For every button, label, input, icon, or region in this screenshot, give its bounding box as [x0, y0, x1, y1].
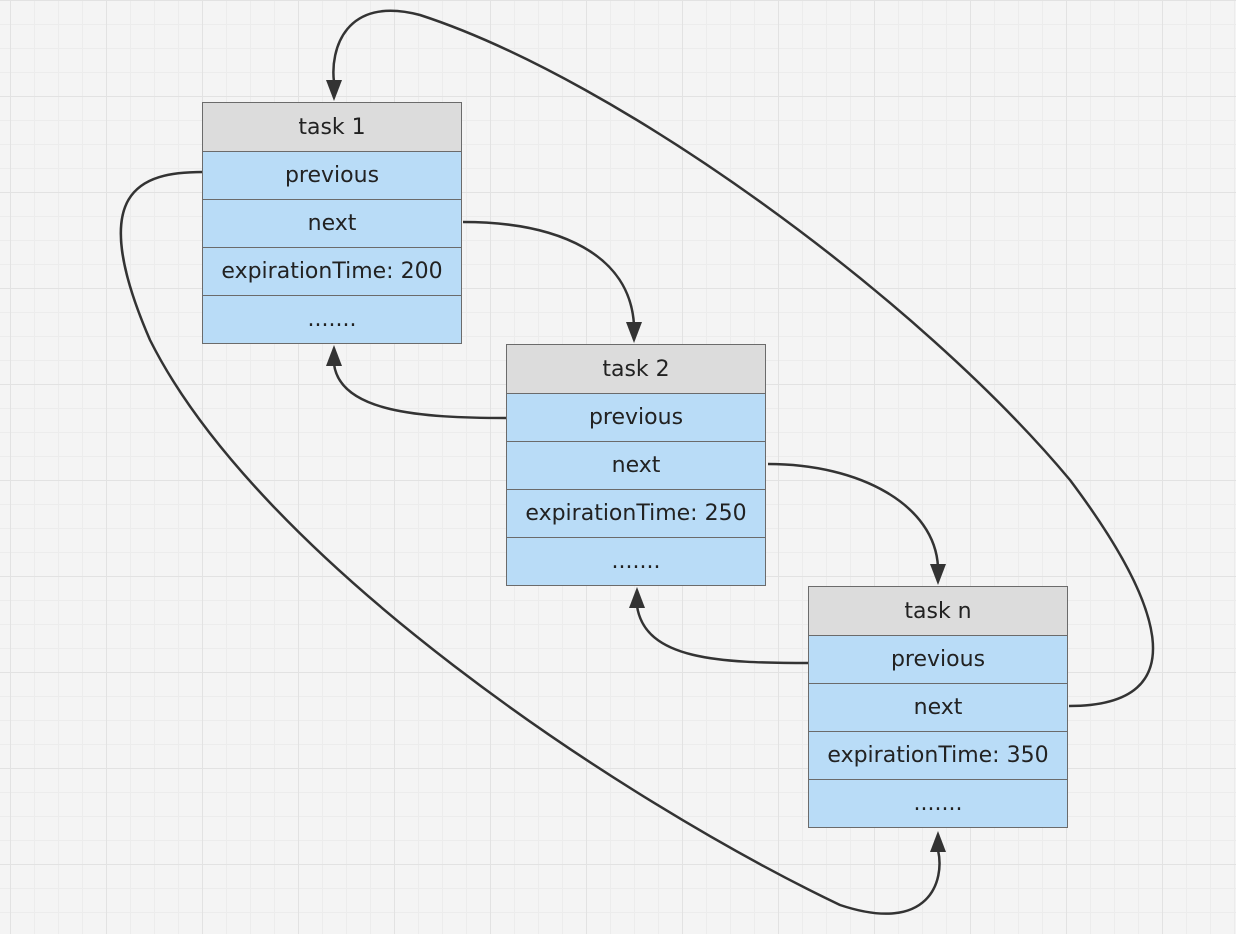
next-field: next [507, 441, 765, 489]
previous-field: previous [203, 151, 461, 199]
previous-field: previous [507, 393, 765, 441]
task-title: task 2 [507, 345, 765, 393]
arrow-task2-previous-to-task1 [332, 363, 508, 420]
expiration-time-field: expirationTime: 350 [809, 731, 1067, 779]
arrowhead-task2-top [626, 322, 642, 343]
task-title: task 1 [203, 103, 461, 151]
task-node-1: task 1 previous next expirationTime: 200… [202, 102, 462, 344]
arrow-taskn-next-to-task1 [332, 9, 1155, 708]
arrow-taskn-previous-to-task2 [635, 605, 810, 665]
next-field: next [203, 199, 461, 247]
arrowhead-task1-top [326, 80, 342, 101]
arrowhead-taskn-bottom [930, 831, 946, 852]
previous-field: previous [809, 635, 1067, 683]
arrowhead-task2-bottom [629, 587, 645, 608]
more-fields: ....... [507, 537, 765, 585]
task-node-n: task n previous next expirationTime: 350… [808, 586, 1068, 828]
arrow-task1-previous-to-taskn [119, 170, 941, 915]
expiration-time-field: expirationTime: 200 [203, 247, 461, 295]
next-field: next [809, 683, 1067, 731]
arrow-task1-next-to-task2 [462, 220, 636, 326]
arrowhead-taskn-top [930, 564, 946, 585]
more-fields: ....... [203, 295, 461, 343]
more-fields: ....... [809, 779, 1067, 827]
task-title: task n [809, 587, 1067, 635]
arrowhead-task1-bottom [326, 345, 342, 366]
expiration-time-field: expirationTime: 250 [507, 489, 765, 537]
arrow-task2-next-to-taskn [767, 462, 940, 568]
task-node-2: task 2 previous next expirationTime: 250… [506, 344, 766, 586]
